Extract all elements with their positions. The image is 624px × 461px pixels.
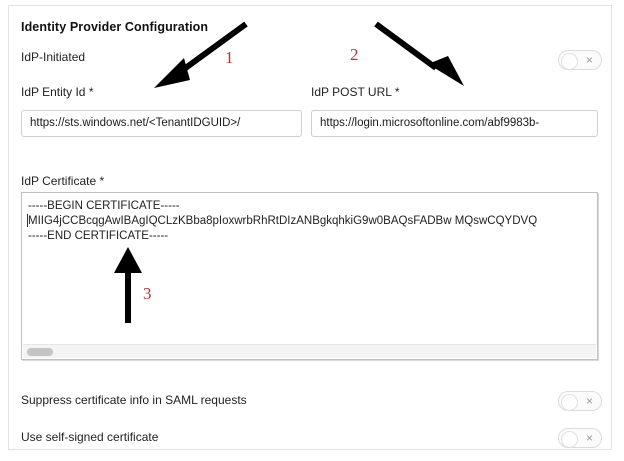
annotation-marker-3: 3: [143, 284, 152, 303]
text-caret: [27, 214, 28, 227]
self-signed-certificate-label: Use self-signed certificate: [21, 430, 159, 444]
annotation-arrow-3-icon: [114, 247, 142, 323]
close-icon: ×: [585, 53, 593, 67]
annotation-arrow-1-icon: [154, 21, 248, 88]
idp-certificate-textarea[interactable]: -----BEGIN CERTIFICATE----- MIIG4jCCBcqg…: [21, 192, 598, 360]
idp-certificate-label: IdP Certificate *: [21, 174, 105, 188]
certificate-text: -----BEGIN CERTIFICATE----- MIIG4jCCBcqg…: [28, 200, 538, 242]
suppress-certificate-label: Suppress certificate info in SAML reques…: [21, 393, 247, 407]
identity-provider-card: Identity Provider Configuration IdP-Init…: [8, 5, 612, 450]
close-icon: ×: [585, 394, 593, 408]
idp-entity-id-input[interactable]: https://sts.windows.net/<TenantIDGUID>/: [21, 110, 302, 137]
toggle-knob: [561, 393, 578, 411]
annotation-marker-2: 2: [350, 45, 359, 64]
idp-initiated-toggle[interactable]: ×: [558, 50, 602, 70]
horizontal-scrollbar[interactable]: [23, 344, 596, 358]
annotation-arrow-2-icon: [374, 21, 464, 86]
idp-post-url-input[interactable]: https://login.microsoftonline.com/abf998…: [311, 110, 598, 137]
idp-post-url-label: IdP POST URL *: [311, 85, 400, 99]
toggle-knob: [561, 430, 578, 448]
page-title: Identity Provider Configuration: [21, 20, 209, 34]
toggle-knob: [561, 52, 578, 70]
idp-entity-id-label: IdP Entity Id *: [21, 85, 94, 99]
suppress-certificate-toggle[interactable]: ×: [558, 391, 602, 411]
scrollbar-thumb[interactable]: [27, 348, 53, 356]
annotation-marker-1: 1: [225, 48, 234, 67]
idp-initiated-label: IdP-Initiated: [21, 50, 86, 64]
self-signed-certificate-toggle[interactable]: ×: [558, 428, 602, 448]
close-icon: ×: [585, 431, 593, 445]
